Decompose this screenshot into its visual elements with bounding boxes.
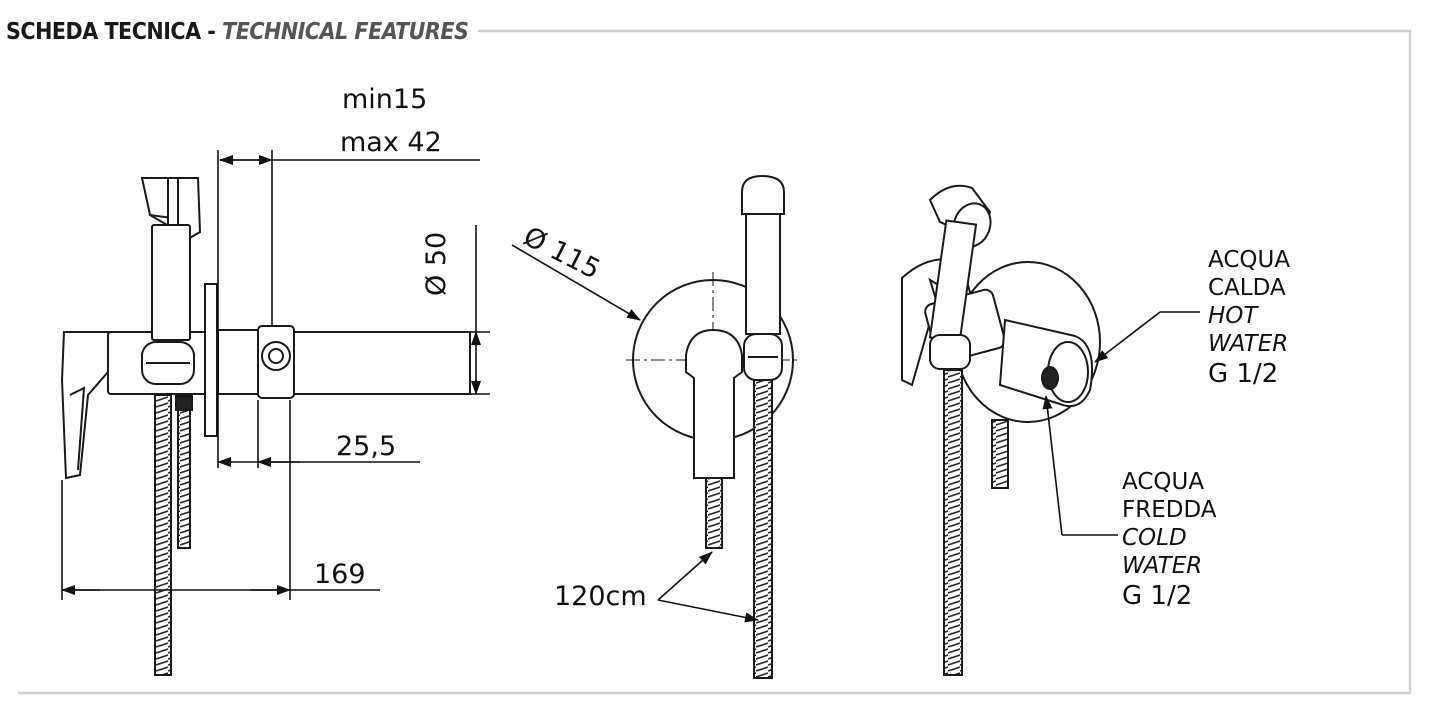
hot-en-2: WATER — [1208, 331, 1289, 357]
cold-en-2: WATER — [1122, 553, 1203, 579]
title-italian: SCHEDA TECNICA - — [6, 19, 223, 45]
dim-min: min15 — [342, 84, 428, 115]
dim-diameter-outlet: Ø 50 — [421, 231, 452, 296]
dim-max: max 42 — [340, 127, 442, 158]
dim-length: 169 — [314, 559, 366, 590]
front-view — [626, 174, 800, 679]
cold-it-2: FREDDA — [1122, 497, 1217, 523]
cold-en-1: COLD — [1122, 525, 1187, 551]
hot-thread: G 1/2 — [1208, 359, 1279, 389]
cold-it-1: ACQUA — [1122, 469, 1205, 495]
hose-3d-long — [943, 369, 963, 676]
cold-water-label: ACQUA FREDDA COLD WATER G 1/2 — [1122, 468, 1217, 612]
front-shower-head — [741, 174, 785, 215]
front-hose-short — [705, 477, 723, 549]
page-title: SCHEDA TECNICA - TECHNICAL FEATURES — [6, 14, 479, 50]
sheet-border — [18, 29, 1412, 695]
front-hose-long — [753, 379, 773, 679]
lever-handle — [60, 331, 112, 480]
hose-left — [154, 394, 172, 676]
title-english: TECHNICAL FEATURES — [222, 19, 469, 45]
outlet-pipe — [293, 331, 471, 395]
hose-3d-short — [991, 419, 1009, 489]
connection-leaders — [1042, 311, 1200, 536]
shower-handle — [151, 224, 191, 341]
hot-water-label: ACQUA CALDA HOT WATER G 1/2 — [1208, 246, 1290, 390]
wall-plate-side — [204, 283, 218, 437]
hot-it-1: ACQUA — [1208, 247, 1291, 273]
front-lever — [685, 328, 743, 479]
cold-thread: G 1/2 — [1122, 581, 1193, 611]
hot-it-2: CALDA — [1208, 275, 1286, 301]
hose-right — [177, 399, 191, 549]
side-dimensions — [61, 150, 490, 600]
hot-en-1: HOT — [1208, 303, 1258, 329]
perspective-view — [901, 184, 1101, 676]
side-view — [60, 177, 471, 676]
dim-depth: 25,5 — [336, 431, 397, 462]
front-dimensions — [511, 244, 759, 623]
dim-hose-length: 120cm — [554, 581, 647, 612]
